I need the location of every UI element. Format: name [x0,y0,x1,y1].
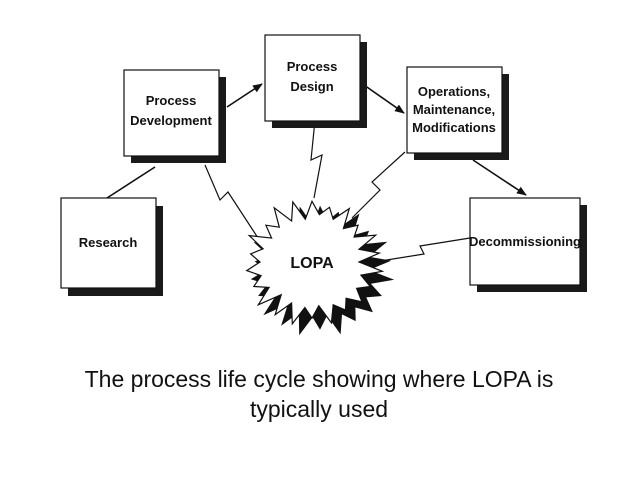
node-box [406,66,503,154]
node-box [469,197,581,286]
lightning-process-development [204,164,259,239]
node-box [60,197,157,289]
node-box [123,69,220,157]
connector-research-development [106,166,156,199]
lifecycle-diagram: Research Process Development Process Des… [60,34,587,336]
caption-line: typically used [249,396,389,422]
node-label-line: Modifications [412,120,496,135]
lightning-connectors [204,119,471,263]
figure-caption: The process life cycle showing where LOP… [0,364,638,424]
node-process-development: Process Development [123,69,226,163]
node-label-line: Process [287,59,338,74]
lightning-decommissioning [373,237,471,263]
node-label-line: Development [130,113,212,128]
lightning-operations [351,151,406,219]
node-research: Research [60,197,163,296]
lightning-process-design [310,119,323,199]
arrow-operations-decommissioning [472,159,527,196]
arrow-design-operations [363,84,405,114]
lopa-starburst: LOPA [245,199,395,336]
caption-line: The process life cycle showing where LOP… [84,366,554,392]
node-decommissioning: Decommissioning [469,197,587,292]
node-label-line: Operations, [418,84,490,99]
starburst [245,199,385,326]
arrow-development-design [226,83,263,108]
node-label-line: Decommissioning [469,234,581,249]
node-operations: Operations, Maintenance, Modifications [406,66,509,160]
lopa-label: LOPA [290,255,334,272]
node-label-line: Research [79,235,138,250]
flow-connectors [106,83,527,199]
node-box [264,34,361,122]
node-label-line: Design [290,79,333,94]
node-process-design: Process Design [264,34,367,128]
node-label-line: Maintenance, [413,102,495,117]
node-label-line: Process [146,93,197,108]
